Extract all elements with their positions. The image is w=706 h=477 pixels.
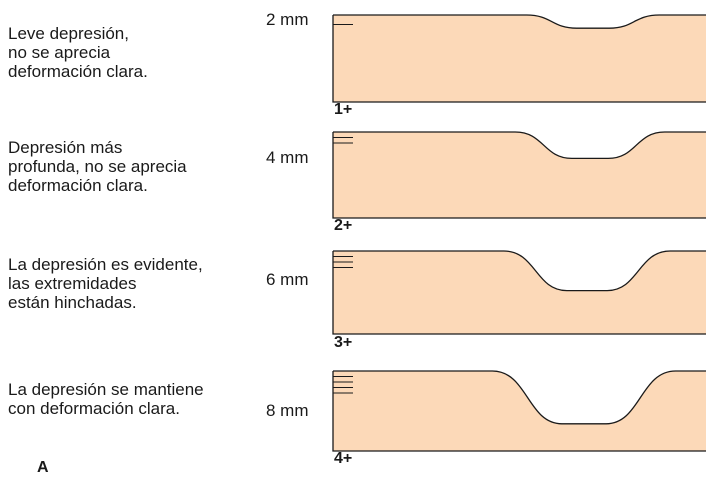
row-3-description: La depresión es evidente, las extremidad… [8, 255, 203, 312]
row-3-skin-block-border [332, 251, 706, 335]
row-4-depth-label: 8 mm [266, 401, 309, 420]
row-4-skin-block-border [332, 371, 706, 452]
row-3-skin-block [333, 251, 706, 334]
row-2-skin-block [333, 132, 706, 218]
row-2-skin-block-border [332, 132, 706, 219]
row-3-grade-label: 3+ [334, 334, 353, 351]
row-1-description: Leve depresión, no se aprecia deformació… [8, 24, 148, 81]
row-1-depth-label: 2 mm [266, 10, 309, 29]
row-3-skin-surface-outline [333, 250, 706, 292]
row-2-skin-surface-outline [333, 131, 706, 160]
row-2-depth-label: 4 mm [266, 148, 309, 167]
row-4-description: La depresión se mantiene con deformación… [8, 380, 204, 418]
row-1-grade-label: 1+ [334, 101, 353, 118]
row-1-skin-surface-outline [333, 14, 706, 29]
row-3-depth-label: 6 mm [266, 270, 309, 289]
row-4-skin-block [333, 371, 706, 451]
panel-label: A [37, 459, 49, 476]
row-1-skin-block [333, 15, 706, 102]
row-2-grade-label: 2+ [334, 217, 353, 234]
row-1-skin-block-border [332, 15, 706, 103]
row-4-grade-label: 4+ [334, 450, 353, 467]
row-4-skin-surface-outline [333, 370, 706, 425]
row-2-description: Depresión más profunda, no se aprecia de… [8, 138, 187, 195]
